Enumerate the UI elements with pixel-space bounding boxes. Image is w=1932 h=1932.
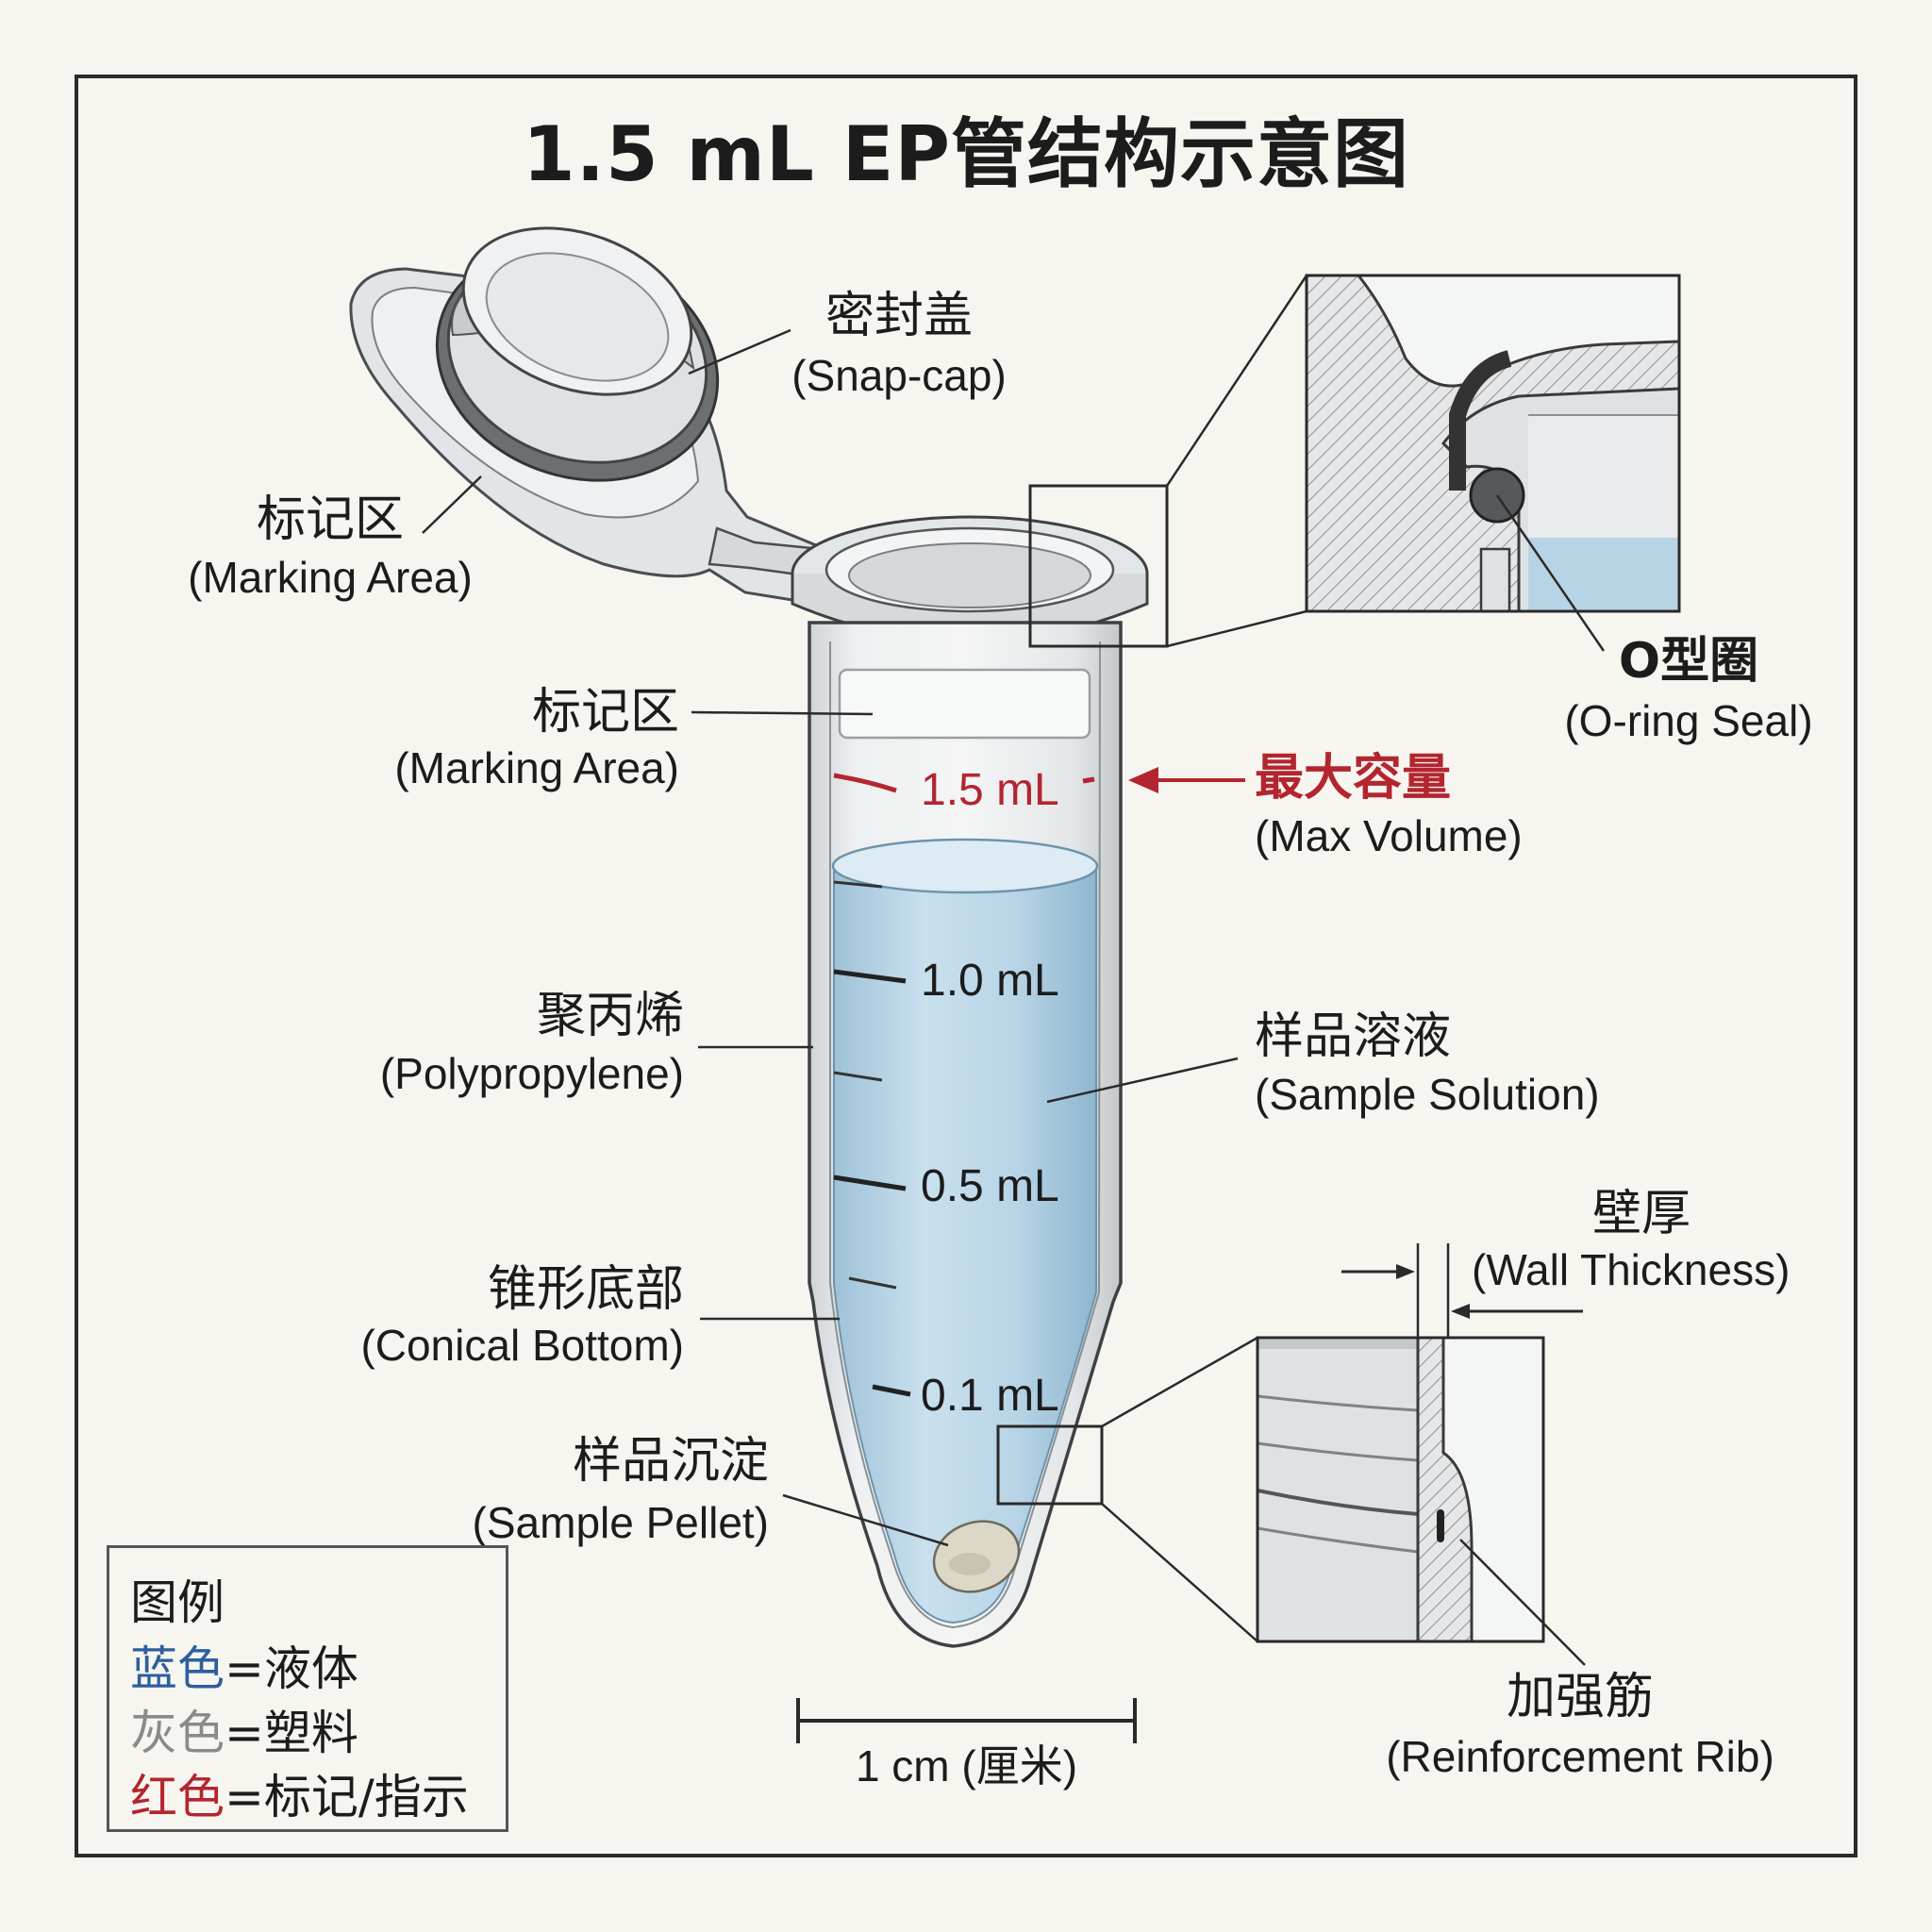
label-o-ring-zh: O型圈: [1618, 633, 1759, 690]
leader-pellet: [782, 1493, 949, 1547]
page-title: 1.5 mL EP管结构示意图: [522, 110, 1410, 198]
label-marking-cap-en: (Marking Area): [188, 553, 473, 602]
label-sample-pellet-zh: 样品沉淀: [572, 1433, 769, 1490]
detail-box-rim: [1028, 484, 1169, 648]
scale-bar-line: [796, 1698, 1137, 1743]
label-sample-solution-en: (Sample Solution): [1255, 1070, 1600, 1119]
detail-box-wall: [996, 1424, 1104, 1506]
label-sample-pellet-en: (Sample Pellet): [472, 1498, 769, 1547]
zoom-wall-view: [1257, 1338, 1543, 1641]
label-max-volume-zh: 最大容量: [1255, 750, 1452, 807]
label-conical-bottom-en: (Conical Bottom): [360, 1321, 684, 1370]
legend: 图例 蓝色=液体 灰色=塑料 红色=标记/指示: [107, 1545, 508, 1832]
leader-snap-cap: [688, 328, 791, 375]
label-marking-cap-zh: 标记区: [256, 491, 404, 548]
label-max-volume-en: (Max Volume): [1255, 811, 1523, 860]
label-snap-cap-zh: 密封盖: [824, 288, 973, 344]
legend-value: =标记/指示: [225, 1770, 469, 1824]
legend-value: =液体: [225, 1641, 358, 1696]
legend-key: 蓝色: [130, 1641, 225, 1696]
label-sample-solution-zh: 样品溶液: [1255, 1008, 1452, 1065]
label-polypropylene-zh: 聚丙烯: [536, 988, 684, 1044]
legend-item-liquid: 蓝色=液体: [130, 1631, 358, 1699]
leader-marking-tube: [691, 710, 874, 716]
label-wall-thickness-en: (Wall Thickness): [1472, 1245, 1790, 1294]
scale-bar-label: 1 cm (厘米): [855, 1741, 1078, 1790]
label-reinforcement-rib-zh: 加强筋: [1506, 1669, 1654, 1725]
legend-key: 红色: [130, 1770, 225, 1824]
leader-marking-cap: [422, 475, 482, 534]
legend-item-plastic: 灰色=塑料: [130, 1695, 358, 1763]
graduation-label: 0.1 mL: [921, 1371, 1059, 1421]
label-o-ring-en: (O-ring Seal): [1564, 696, 1813, 745]
label-marking-tube-zh: 标记区: [531, 684, 679, 741]
label-snap-cap-en: (Snap-cap): [791, 351, 1007, 400]
legend-key: 灰色: [130, 1706, 225, 1760]
outer-frame: [75, 75, 1857, 1857]
snap-cap-drawing: [349, 226, 823, 606]
legend-title: 图例: [130, 1575, 225, 1630]
label-wall-thickness-zh: 壁厚: [1591, 1186, 1690, 1242]
label-marking-tube-en: (Marking Area): [394, 743, 679, 792]
tube-drawing: [791, 515, 1149, 1648]
zoom-o-ring-view: [1307, 275, 1679, 611]
graduation-label: 0.5 mL: [921, 1161, 1059, 1211]
legend-item-mark: 红色=标记/指示: [130, 1759, 469, 1827]
label-conical-bottom-zh: 锥形底部: [487, 1261, 684, 1318]
label-reinforcement-rib-en: (Reinforcement Rib): [1386, 1732, 1774, 1781]
leader-sample-solution: [1046, 1057, 1239, 1104]
graduation-label: 1.0 mL: [921, 956, 1059, 1006]
graduation-label: 1.5 mL: [921, 765, 1059, 815]
label-polypropylene-en: (Polypropylene): [379, 1049, 684, 1098]
legend-value: =塑料: [225, 1706, 358, 1760]
